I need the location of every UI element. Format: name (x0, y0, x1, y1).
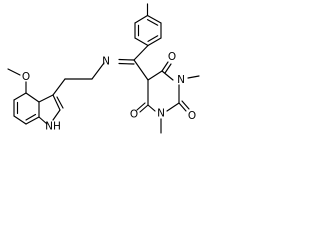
carbonyl-oxygen-label-c2: O (188, 110, 196, 122)
bond (56, 96, 64, 109)
bond (166, 102, 180, 112)
bond (181, 100, 190, 110)
molecule-structure: N O N O N O O NH (7, 3, 200, 134)
bond (91, 62, 105, 80)
imine-nitrogen-label: N (102, 56, 110, 68)
bond (13, 115, 27, 125)
bond (161, 70, 174, 81)
bonds (7, 3, 200, 134)
carbonyl-oxygen-label-c6: O (130, 109, 138, 121)
carbonyl-oxygen-label-c4: O (168, 51, 176, 63)
bond (146, 19, 159, 26)
bond (147, 35, 159, 42)
bond (134, 14, 149, 24)
bond (13, 92, 27, 101)
bond (52, 109, 61, 121)
bond (118, 62, 135, 65)
bond (136, 102, 146, 111)
bond (52, 94, 61, 111)
methoxy-oxygen-label: O (22, 71, 30, 83)
bond (25, 116, 40, 125)
indole-nh-label: NH (45, 121, 61, 133)
bond (25, 113, 37, 121)
bond (139, 104, 149, 113)
bond (133, 44, 149, 61)
ring-nitrogen-label-n1: N (177, 74, 185, 86)
atom-labels: N O N O N O O NH (22, 51, 196, 133)
bond (146, 14, 162, 24)
bond (164, 63, 172, 74)
bond (7, 68, 21, 76)
bond (187, 75, 200, 79)
bond (52, 78, 66, 96)
bond (118, 58, 135, 61)
bond (147, 70, 163, 81)
bond (147, 37, 162, 47)
bond (178, 102, 187, 112)
bond (134, 37, 149, 47)
bond (161, 61, 169, 72)
bond (38, 116, 48, 125)
bond (38, 94, 54, 103)
bond (25, 92, 40, 103)
ring-nitrogen-label-n3: N (157, 108, 165, 120)
bond (147, 104, 156, 112)
bond (133, 59, 149, 81)
